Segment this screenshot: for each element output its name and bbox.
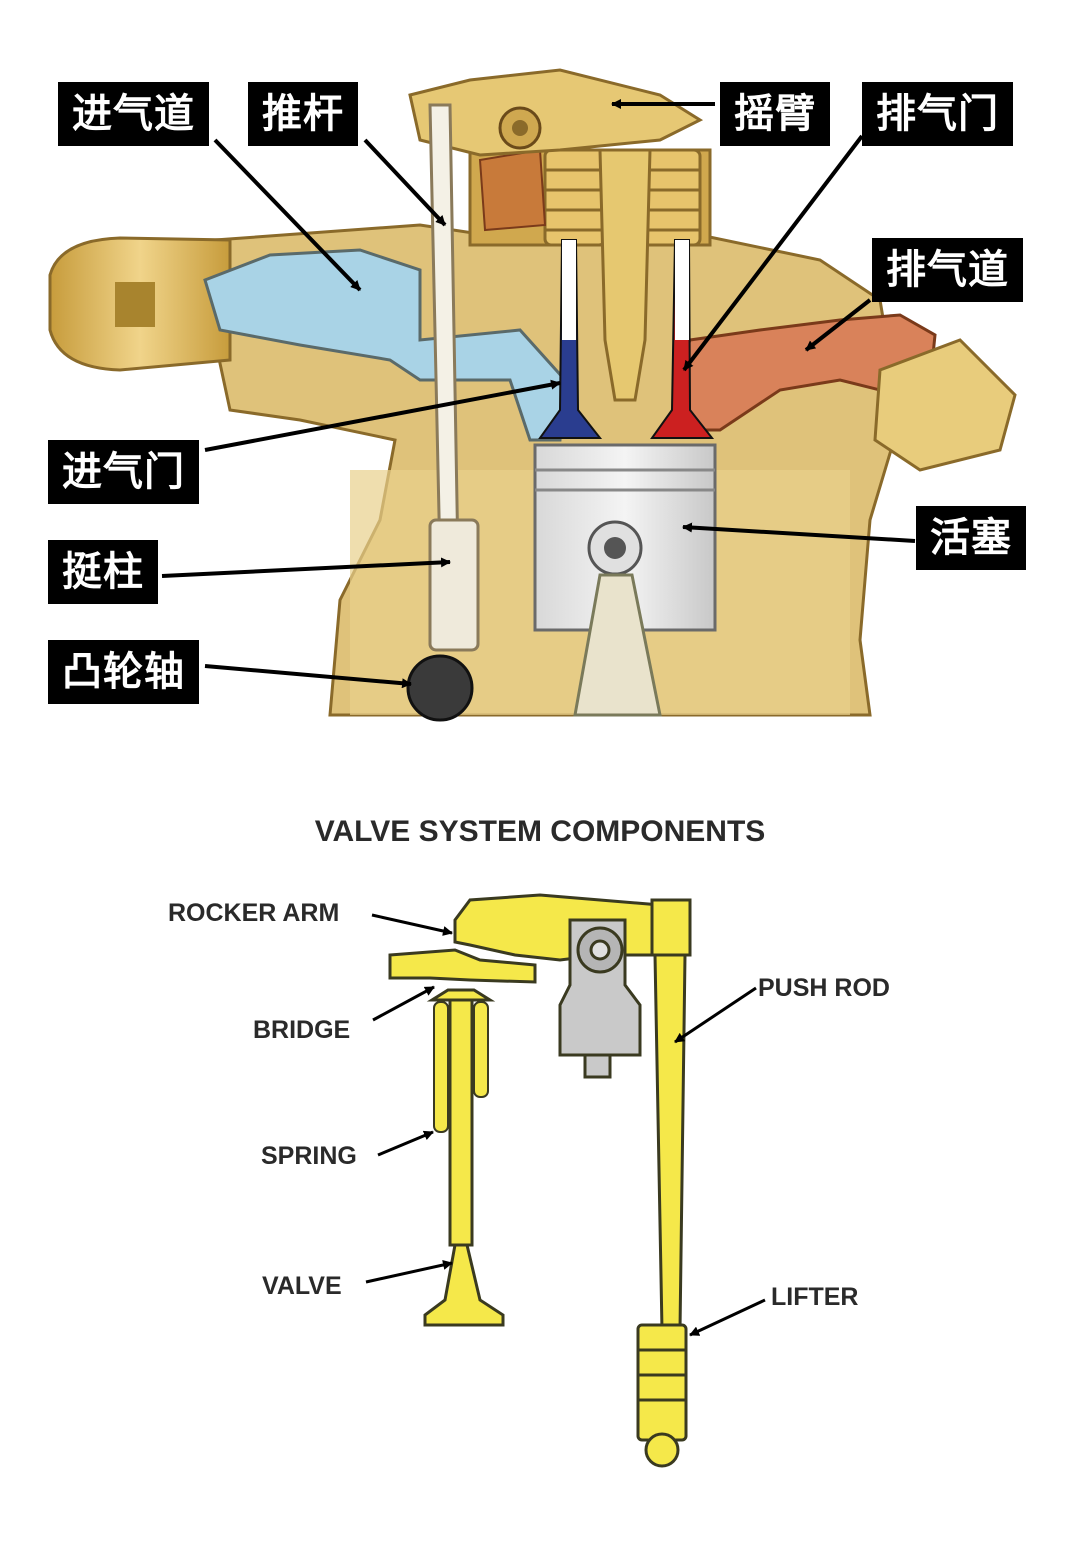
rocker-support-foot [583, 1053, 612, 1079]
rocker-pivot-hole [512, 120, 528, 136]
push-rod-top [650, 898, 692, 957]
injector [598, 148, 652, 402]
arrow-push-rod [363, 138, 447, 227]
rocker-arm-shape [408, 68, 704, 157]
label-camshaft: 凸轮轴 [48, 640, 199, 704]
arrow-valve-valve [365, 1260, 453, 1284]
label-valve-spring: SPRING [261, 1142, 357, 1170]
arrow-intake-port [213, 138, 362, 292]
arrow-intake-valve [204, 379, 561, 452]
bottom-leader-arrows [365, 913, 766, 1337]
arrow-valve-rocker-arm [371, 913, 453, 936]
arrow-tappet [161, 557, 451, 578]
label-push-rod: 推杆 [248, 82, 358, 146]
arrow-valve-push-rod [674, 986, 757, 1044]
label-valve-bridge: BRIDGE [253, 1016, 351, 1044]
label-intake-port: 进气道 [58, 82, 209, 146]
valve-bridge [388, 948, 537, 984]
arrow-exhaust-valve [682, 134, 864, 372]
valve-lifter [636, 1323, 688, 1442]
label-valve-rocker-arm: ROCKER ARM [168, 899, 340, 927]
arrow-exhaust-port [804, 298, 872, 352]
label-rocker-arm: 摇臂 [720, 82, 830, 146]
label-piston: 活塞 [916, 506, 1026, 570]
intake-flange-hole [115, 282, 155, 327]
engine-cross-section [48, 68, 1017, 722]
label-valve-lifter: LIFTER [771, 1283, 859, 1311]
label-exhaust-port: 排气道 [872, 238, 1023, 302]
top-leader-arrows [161, 99, 916, 689]
label-valve-valve: VALVE [262, 1272, 342, 1300]
valve-spring-coils [433, 1001, 489, 1133]
label-valve-push-rod: PUSH ROD [758, 974, 890, 1002]
lifter-roller [644, 1432, 680, 1468]
label-exhaust-valve: 排气门 [862, 82, 1013, 146]
label-tappet: 挺柱 [48, 540, 158, 604]
copper-spring [478, 148, 547, 232]
connecting-rod [573, 573, 662, 717]
arrow-piston [682, 522, 916, 543]
exhaust-valve-guide [675, 240, 689, 340]
tappet-shape [428, 518, 480, 652]
valve-system-diagram [388, 893, 692, 1468]
valve-system-title: VALVE SYSTEM COMPONENTS [314, 815, 766, 848]
valve-head [423, 1243, 505, 1327]
exhaust-bracket [873, 338, 1017, 472]
camshaft-shape [406, 654, 474, 722]
arrow-valve-spring [377, 1130, 434, 1157]
arrow-valve-bridge [372, 985, 435, 1022]
arrow-camshaft [204, 664, 412, 689]
valve-stem [448, 988, 474, 1247]
valve-retainer [426, 988, 496, 1002]
intake-valve-guide [562, 240, 576, 340]
valve-push-rod [653, 953, 687, 1332]
label-intake-valve: 进气门 [48, 440, 199, 504]
intake-port-shape [203, 248, 567, 442]
arrow-valve-lifter [689, 1298, 766, 1337]
